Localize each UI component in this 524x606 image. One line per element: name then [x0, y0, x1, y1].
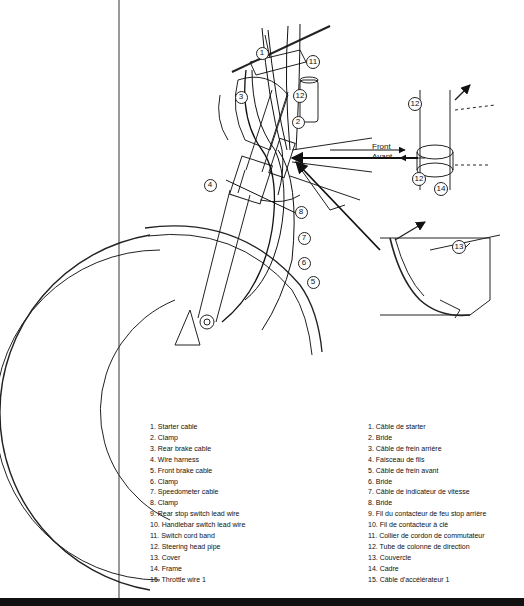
parts-key-entry: 14. Cadre	[368, 565, 399, 572]
direction-label: Front	[372, 143, 391, 151]
page-margin-line	[118, 0, 119, 600]
parts-key-entry: 14. Frame	[150, 565, 182, 572]
callout-text: 13	[455, 243, 464, 251]
callout-text: 8	[299, 208, 303, 216]
callout-text: 14	[437, 185, 446, 193]
callout-text: 5	[311, 278, 315, 286]
callout-number: 6	[298, 257, 311, 270]
callout-number: 13	[452, 240, 466, 254]
callout-text: 2	[296, 118, 300, 126]
callout-text: 4	[208, 181, 212, 189]
steering-head-inset	[400, 85, 495, 190]
front-end	[0, 26, 372, 590]
parts-key-entry: 5. Câble de frein avant	[368, 467, 438, 474]
parts-key-entry: 15. Câble d'accélérateur 1	[368, 576, 450, 583]
parts-key-entry: 12. Steering head pipe	[150, 543, 220, 550]
parts-key-entry: 11. Collier de cordon de commutateur	[368, 532, 485, 539]
parts-key-entry: 1. Starter cable	[150, 423, 197, 430]
callout-text: 1	[260, 49, 264, 57]
callout-text: 12	[296, 92, 305, 100]
view-arrows	[292, 150, 418, 250]
parts-key-entry: 3. Câble de frein arrière	[368, 445, 442, 452]
callout-number: 5	[307, 276, 320, 289]
parts-key-entry: 6. Bride	[368, 478, 392, 485]
callout-text: 6	[302, 259, 306, 267]
callout-number: 2	[292, 116, 305, 129]
callout-number: 12	[408, 97, 422, 111]
parts-key-entry: 10. Fil de contacteur à clé	[368, 521, 448, 528]
callout-text: 11	[309, 58, 317, 66]
callout-text: 12	[415, 175, 424, 183]
parts-key-entry: 2. Clamp	[150, 434, 178, 441]
callout-number: 14	[434, 182, 448, 196]
callout-number: 12	[293, 89, 307, 103]
parts-key-entry: 2. Bride	[368, 434, 392, 441]
callout-number: 3	[235, 91, 248, 104]
parts-key-entry: 3. Rear brake cable	[150, 445, 211, 452]
parts-key-entry: 5. Front brake cable	[150, 467, 212, 474]
parts-key-entry: 8. Clamp	[150, 499, 178, 506]
parts-key-entry: 9. Rear stop switch lead wire	[150, 510, 239, 517]
parts-key-entry: 6. Clamp	[150, 478, 178, 485]
parts-key-entry: 13. Cover	[150, 554, 180, 561]
callout-text: 7	[302, 234, 306, 242]
parts-key-entry: 12. Tube de colonne de direction	[368, 543, 470, 550]
frame-cover-inset	[380, 222, 500, 318]
parts-key-entry: 8. Bride	[368, 499, 392, 506]
callout-number: 4	[204, 179, 217, 192]
bottom-bar	[0, 598, 524, 606]
cables	[222, 24, 300, 330]
direction-label: Avant	[372, 153, 392, 161]
parts-key-entry: 7. Speedometer cable	[150, 488, 219, 495]
parts-key-entry: 10. Handlebar switch lead wire	[150, 521, 245, 528]
parts-key-entry: 1. Câble de starter	[368, 423, 426, 430]
callout-number: 7	[298, 232, 311, 245]
callout-number: 12	[412, 172, 426, 186]
callout-number: 1	[256, 47, 269, 60]
parts-key-entry: 4. Wire harness	[150, 456, 199, 463]
parts-key-entry: 15. Throttle wire 1	[150, 576, 206, 583]
parts-key-entry: 7. Câble de indicateur de vitesse	[368, 488, 470, 495]
parts-key-entry: 13. Couvercle	[368, 554, 411, 561]
callout-text: 3	[239, 93, 243, 101]
parts-key-entry: 9. Fil du contacteur de feu stop arrière	[368, 510, 486, 517]
parts-key-entry: 4. Faisceau de fils	[368, 456, 424, 463]
callout-text: 12	[411, 100, 420, 108]
callout-number: 11	[306, 55, 320, 69]
parts-key-entry: 11. Switch cord band	[150, 532, 215, 539]
callout-number: 8	[295, 206, 308, 219]
